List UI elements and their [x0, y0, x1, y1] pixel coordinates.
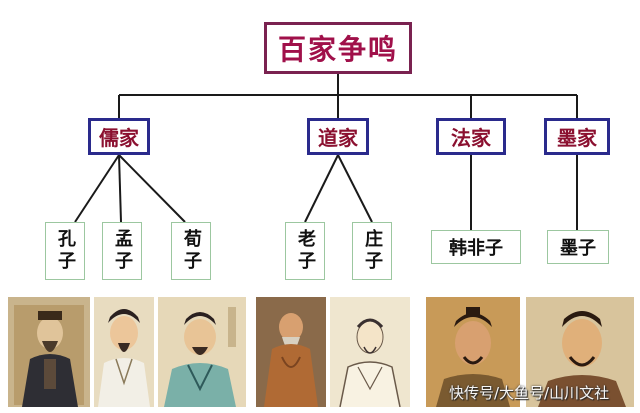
root-node-box: 百家争鸣	[264, 22, 412, 74]
school-label: 法家	[451, 126, 491, 150]
member-branch-line	[74, 154, 120, 223]
person-label: 孔子	[55, 229, 76, 273]
member-branch-line	[304, 154, 339, 223]
school-node-legalism: 法家	[436, 118, 506, 155]
school-node-daoism: 道家	[307, 118, 369, 155]
school-label: 墨家	[557, 126, 597, 150]
person-node-xunzi: 荀子	[171, 222, 211, 280]
person-node-mengzi: 孟子	[102, 222, 142, 280]
member-branch-line	[337, 154, 373, 223]
school-label: 儒家	[99, 126, 139, 150]
person-node-laozi: 老子	[285, 222, 325, 280]
person-label: 韩非子	[449, 238, 503, 259]
portrait-mencius	[94, 297, 154, 407]
root-node-label: 百家争鸣	[277, 33, 398, 66]
person-node-kongzi: 孔子	[45, 222, 85, 280]
school-node-confucianism: 儒家	[88, 118, 150, 155]
watermark-text: 快传号/大鱼号/山川文社	[449, 384, 610, 402]
school-label: 道家	[318, 126, 358, 150]
portrait-mozi	[526, 297, 634, 407]
member-branch-line	[118, 154, 122, 223]
person-label: 庄子	[362, 229, 383, 273]
portrait-hanfeizi	[426, 297, 520, 407]
portrait-laozi	[256, 297, 326, 407]
portrait-zhuangzi	[330, 297, 410, 407]
member-branch-line	[118, 154, 186, 223]
school-node-mohism: 墨家	[544, 118, 610, 155]
portrait-confucius	[8, 297, 90, 407]
person-node-hanfeizi: 韩非子	[431, 230, 521, 264]
person-node-mozi: 墨子	[547, 230, 609, 264]
portrait-xunzi	[158, 297, 246, 407]
person-node-zhuangzi: 庄子	[352, 222, 392, 280]
person-label: 荀子	[181, 229, 202, 273]
person-label: 老子	[295, 229, 316, 273]
person-label: 孟子	[112, 229, 133, 273]
person-label: 墨子	[560, 238, 596, 259]
